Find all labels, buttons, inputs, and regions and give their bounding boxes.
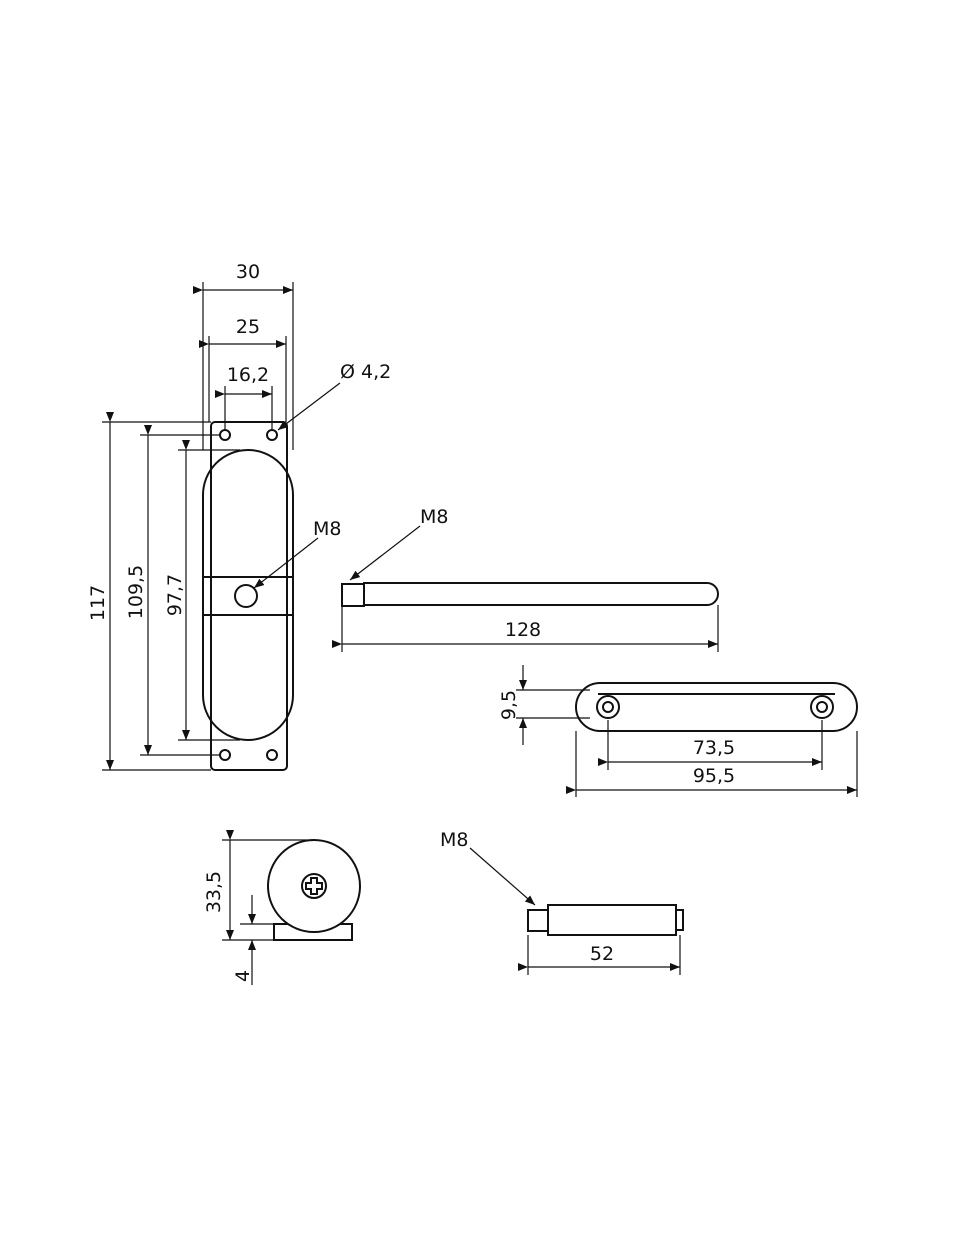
- bracket-view: 9,5 73,5 95,5: [498, 665, 858, 797]
- bracket-body: [575, 682, 858, 732]
- bracket-hole-right: [810, 695, 834, 719]
- mounting-hole-tl: [219, 429, 231, 441]
- pin-end: [675, 909, 684, 931]
- pin-body: [547, 904, 677, 936]
- front-view: 30 25 16,2 Ø 4,2 M8 117 109,5 97,7: [87, 261, 391, 771]
- dim-hole-spacing-height: 109,5: [125, 565, 147, 619]
- arm-view: M8 128: [332, 506, 719, 652]
- dim-arm-length: 128: [505, 619, 541, 641]
- phillips-cross-icon: [305, 877, 323, 895]
- dim-bracket-hole-spacing: 73,5: [693, 737, 735, 759]
- arm-rod: [363, 582, 719, 606]
- dim-pin-length: 52: [590, 943, 614, 965]
- phillips-screw: [301, 873, 327, 899]
- mounting-plate: [210, 421, 288, 771]
- bracket-hole-left: [596, 695, 620, 719]
- dim-body-height: 97,7: [164, 574, 186, 616]
- thread-hole: [234, 584, 258, 608]
- dim-depth: 33,5: [203, 871, 225, 913]
- dim-arm-thread: M8: [420, 506, 448, 528]
- dim-hole-diameter: Ø 4,2: [340, 361, 391, 383]
- dim-thread-front: M8: [313, 518, 341, 540]
- side-view: 33,5 4: [203, 830, 361, 985]
- dim-bracket-thickness: 9,5: [498, 690, 520, 720]
- closer-body: [202, 449, 294, 741]
- dim-body-width: 25: [236, 316, 260, 338]
- arm-thread-stub: [341, 583, 365, 607]
- mounting-hole-tr: [266, 429, 278, 441]
- dim-pin-thread: M8: [440, 829, 468, 851]
- dim-bracket-length: 95,5: [693, 765, 735, 787]
- dim-base-thickness: 4: [232, 970, 254, 982]
- mounting-hole-bl: [219, 749, 231, 761]
- dim-hole-spacing-width: 16,2: [227, 364, 269, 386]
- mounting-hole-br: [266, 749, 278, 761]
- side-round-body: [267, 839, 361, 933]
- pin-view: M8 52: [440, 829, 684, 975]
- pin-thread: [527, 909, 549, 932]
- dim-plate-width: 30: [236, 261, 260, 283]
- dim-plate-height: 117: [87, 585, 109, 621]
